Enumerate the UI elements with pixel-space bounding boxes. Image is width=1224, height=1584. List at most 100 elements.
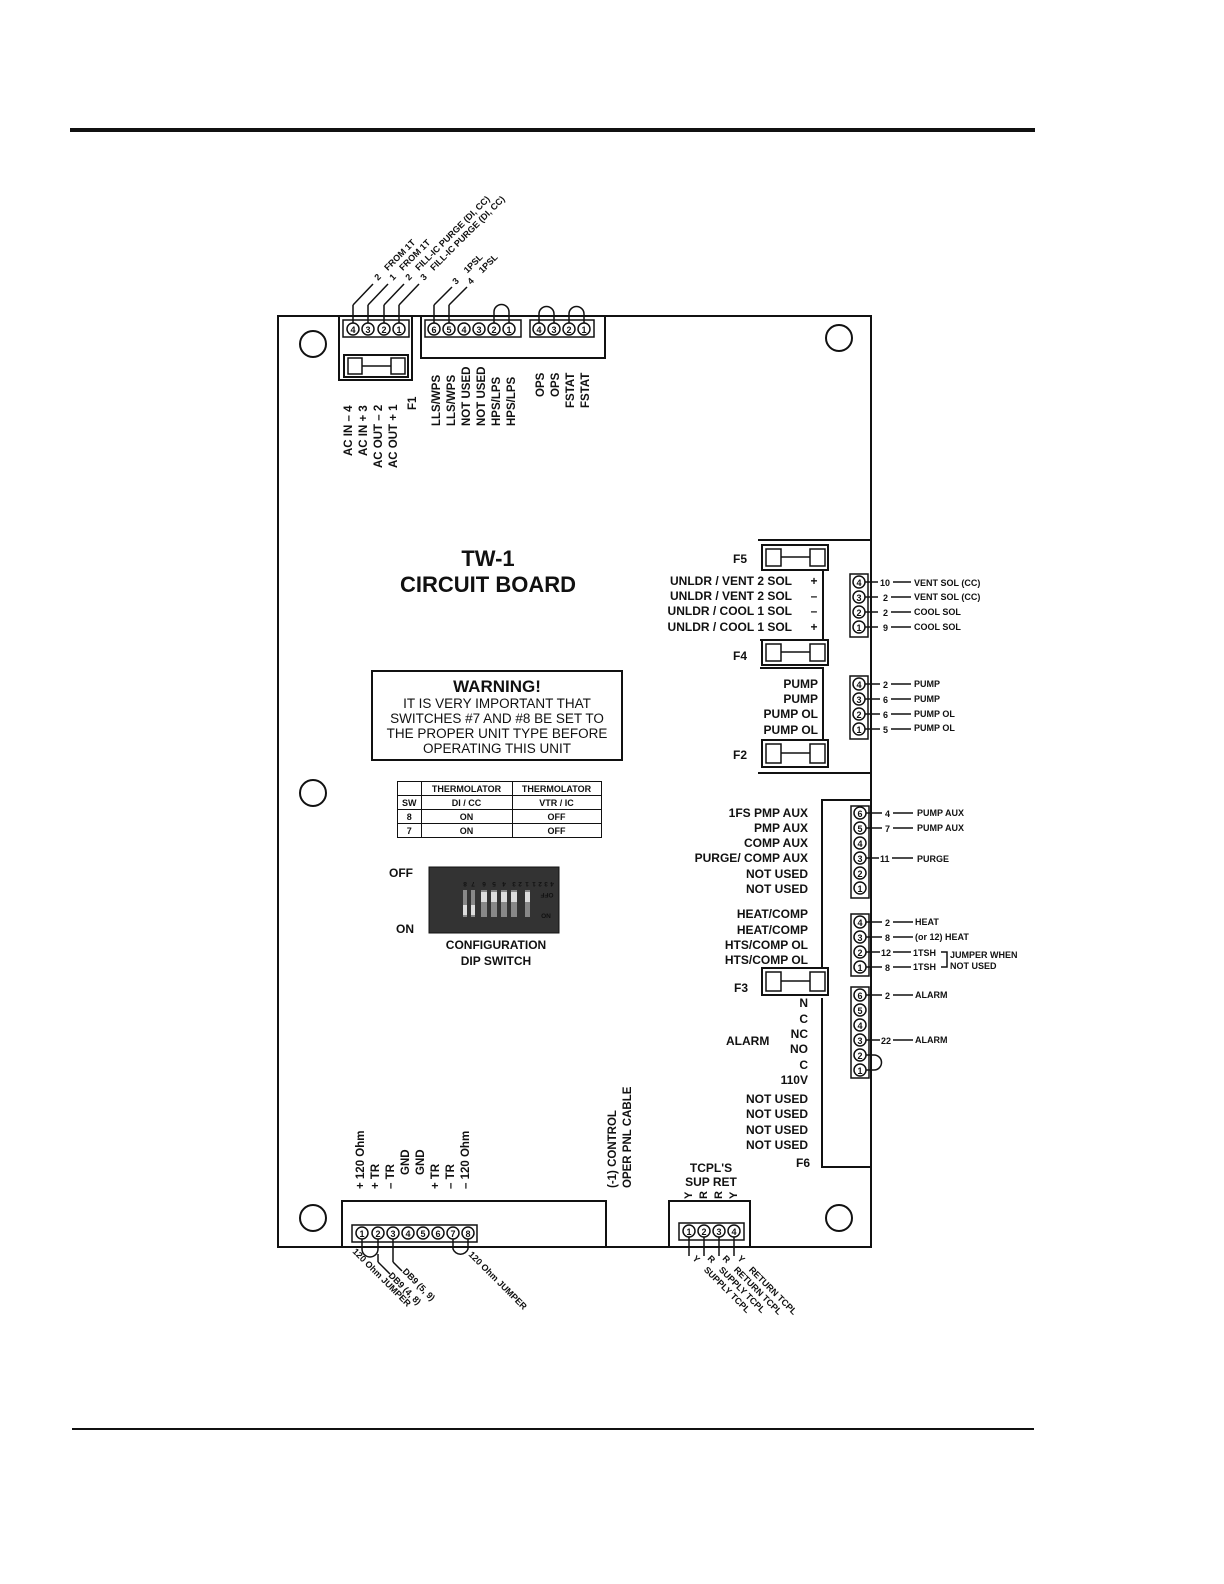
pin-1: 1 <box>853 1063 867 1077</box>
dip-toggle[interactable] <box>491 890 497 917</box>
board-label: AC IN + 3 <box>358 405 370 456</box>
pin-2: 2 <box>852 707 866 721</box>
wire-letter: R <box>706 1253 718 1265</box>
column-letter: R <box>698 1191 710 1199</box>
pin-1: 1 <box>577 322 591 336</box>
polarity: + <box>810 574 817 588</box>
wire-number: 2 <box>885 991 890 1001</box>
svg-text:2: 2 <box>381 325 386 335</box>
wire-number: 4 <box>885 809 890 819</box>
dip-number: 5 <box>492 880 496 887</box>
dip-inner-off: OFF <box>540 891 553 898</box>
dip-label-off: OFF <box>389 866 413 880</box>
pin-4: 4 <box>346 322 360 336</box>
wire-label: PUMP <box>914 679 940 689</box>
svg-text:2: 2 <box>856 710 861 720</box>
wire-number: 2 <box>372 272 383 283</box>
svg-text:3: 3 <box>476 325 481 335</box>
column-letter: R <box>713 1191 725 1199</box>
svg-text:1: 1 <box>396 325 401 335</box>
board-label: NO <box>790 1042 808 1056</box>
pin-4: 4 <box>853 1018 867 1032</box>
pin-3: 3 <box>386 1226 400 1240</box>
dip-toggle[interactable] <box>471 890 475 917</box>
dip-toggle[interactable] <box>463 890 467 917</box>
wire-label: PUMP AUX <box>917 823 964 833</box>
pin-2: 2 <box>853 866 867 880</box>
pin-4: 4 <box>532 322 546 336</box>
dip-number: 8 <box>463 880 467 887</box>
board-label: 110V <box>781 1073 808 1087</box>
dip-toggle[interactable] <box>501 890 507 917</box>
wire-number: 1 <box>387 272 398 283</box>
svg-text:3: 3 <box>365 325 370 335</box>
table-cell: ON <box>420 823 513 838</box>
table-row: SW DI / CC VTR / IC <box>397 795 602 810</box>
pin-5: 5 <box>853 1003 867 1017</box>
wire-label: COOL SOL <box>914 607 961 617</box>
board-label: GND <box>415 1149 427 1175</box>
pin-2: 2 <box>853 945 867 959</box>
svg-text:4: 4 <box>857 839 862 849</box>
jumper-loop <box>538 305 555 323</box>
table-row: 8 ON OFF <box>397 809 602 824</box>
wire-label: 120 Ohm JUMPER <box>351 1246 414 1309</box>
board-label: FSTAT <box>565 373 577 408</box>
svg-text:1: 1 <box>686 1227 691 1237</box>
pin-4: 4 <box>401 1226 415 1240</box>
table-header: DI / CC <box>420 795 513 810</box>
svg-text:2: 2 <box>856 608 861 618</box>
board-label-f1: F1 <box>407 396 419 410</box>
board-title-line1: TW-1 <box>461 546 514 571</box>
alarm-label: ALARM <box>726 1034 769 1048</box>
pin-4: 4 <box>457 322 471 336</box>
pin-1: 1 <box>853 960 867 974</box>
wire-number: 8 <box>885 963 890 973</box>
dip-toggle[interactable] <box>525 890 530 917</box>
board-label: AC OUT – 2 <box>373 405 385 468</box>
svg-text:6: 6 <box>857 991 862 1001</box>
svg-text:5: 5 <box>446 325 451 335</box>
pin-2: 2 <box>487 322 501 336</box>
pin-4: 4 <box>727 1224 741 1238</box>
table-cell <box>397 781 422 796</box>
pin-3: 3 <box>712 1224 726 1238</box>
board-label: PUMP OL <box>764 723 818 737</box>
board-label: HEAT/COMP <box>737 923 808 937</box>
jumper-note: NOT USED <box>950 961 997 971</box>
pin-5: 5 <box>442 322 456 336</box>
table-cell: OFF <box>511 823 602 838</box>
pin-3: 3 <box>547 322 561 336</box>
dip-toggle[interactable] <box>481 890 487 917</box>
fuse-label-f2: F2 <box>733 748 747 762</box>
fuse-f5 <box>761 544 829 571</box>
svg-text:4: 4 <box>856 680 861 690</box>
dip-toggle[interactable] <box>511 890 517 917</box>
wire-label: 120 Ohm JUMPER <box>467 1249 530 1312</box>
table-cell: OFF <box>511 809 602 824</box>
dip-number: 2 <box>518 880 522 887</box>
dip-number: 4 <box>550 880 554 887</box>
board-label: AC IN – 4 <box>343 405 355 456</box>
board-label: OPS <box>535 372 547 397</box>
pin-4: 4 <box>852 575 866 589</box>
board-label: N <box>799 996 808 1010</box>
mounting-hole-top-left <box>299 330 327 358</box>
right-connector-aux: 1FS PMP AUX PMP AUX COMP AUX PURGE/ COMP… <box>695 799 964 968</box>
board-label: C <box>799 1012 808 1026</box>
svg-text:3: 3 <box>857 1036 862 1046</box>
fuse-label-f4: F4 <box>733 649 747 663</box>
warning-title: WARNING! <box>453 677 541 696</box>
page-bottom-rule <box>72 1428 1034 1430</box>
wire-number: 10 <box>880 578 890 588</box>
dip-number: 3 <box>512 880 516 887</box>
wire-label: COOL SOL <box>914 622 961 632</box>
wire-label: (or 12) HEAT <box>915 932 969 942</box>
dip-label-on: ON <box>396 922 414 936</box>
fuse-label-f6: F6 <box>796 1156 810 1170</box>
pin-2: 2 <box>371 1226 385 1240</box>
svg-text:5: 5 <box>420 1229 425 1239</box>
jumper-loop <box>452 1239 469 1255</box>
wire-label: 1TSH <box>913 962 936 972</box>
